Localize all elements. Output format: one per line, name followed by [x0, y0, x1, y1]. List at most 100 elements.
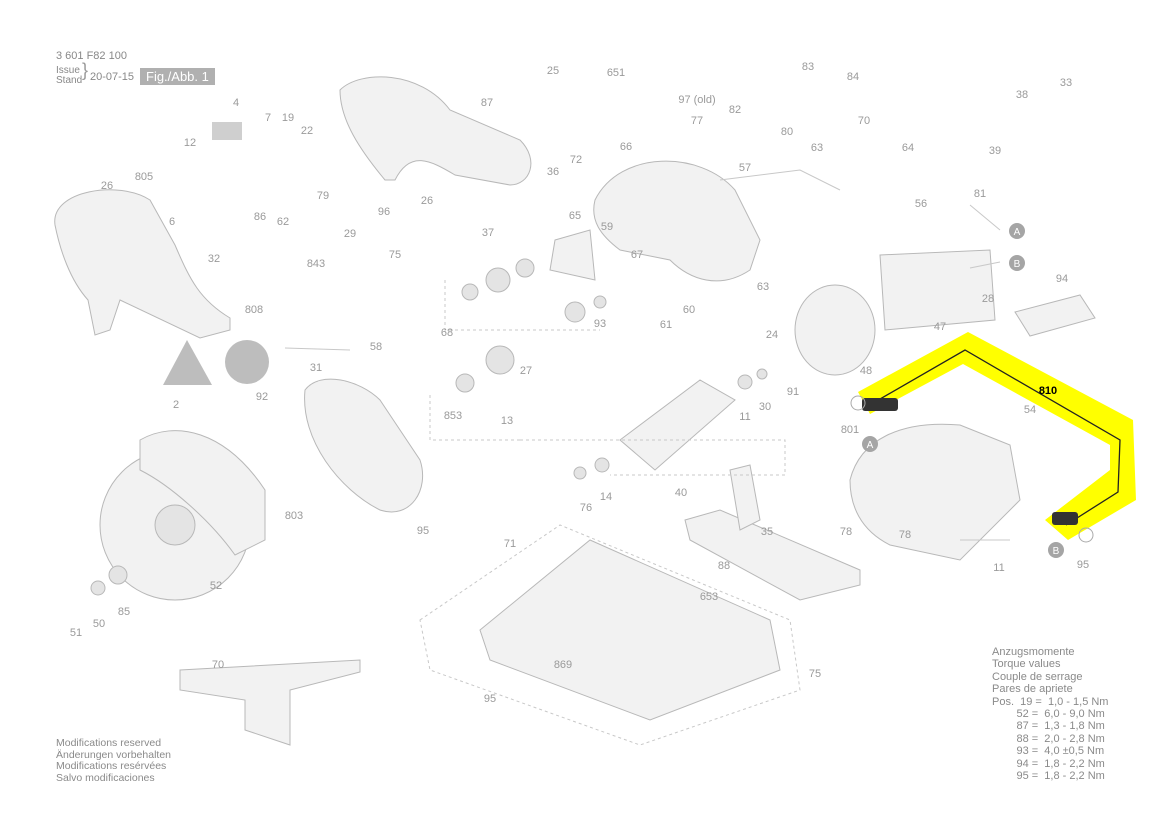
part-label-96: 96 [378, 206, 390, 218]
part-label-24: 24 [766, 329, 778, 341]
part-label-26: 26 [421, 195, 433, 207]
part-label-36: 36 [547, 166, 559, 178]
base-plate-outline [419, 524, 801, 746]
parallel-guide [179, 659, 361, 746]
part-label-68: 68 [441, 327, 453, 339]
part-label-79: 79 [317, 190, 329, 202]
part-number: 3 601 F82 100 [56, 50, 127, 62]
cable-810-highlight [858, 332, 1136, 540]
field-coil [879, 249, 996, 331]
part-label-31: 31 [310, 362, 322, 374]
part-label-39: 39 [989, 145, 1001, 157]
torque-row: 94 = 1,8 - 2,2 Nm [992, 757, 1105, 770]
footer-line: Modifications reserved [56, 737, 162, 749]
part-label-7: 7 [265, 112, 271, 124]
connector-b-plug [1052, 512, 1078, 525]
figure-label: Fig./Abb. 1 [140, 68, 215, 85]
stand-label: Stand [56, 75, 83, 86]
housing-left [54, 189, 231, 339]
part-label-2: 2 [173, 399, 179, 411]
part-label-97-old-: 97 (old) [678, 94, 715, 106]
part-label-35: 35 [761, 526, 773, 538]
part-label-66: 66 [620, 141, 632, 153]
part-label-37: 37 [482, 227, 494, 239]
part-label-6: 6 [169, 216, 175, 228]
connector-marker-a: A [867, 440, 874, 451]
part-label-651: 651 [607, 67, 625, 79]
part-label-843: 843 [307, 258, 325, 270]
part-label-47: 47 [934, 321, 946, 333]
part-label-869: 869 [554, 659, 572, 671]
part-label-58: 58 [370, 341, 382, 353]
part-label-853: 853 [444, 410, 462, 422]
warning-icon [163, 340, 212, 385]
connector-a-plug [862, 398, 898, 411]
part-label-19: 19 [282, 112, 294, 124]
part-label-92: 92 [256, 391, 268, 403]
part-label-75: 75 [809, 668, 821, 680]
part-label-64: 64 [902, 142, 914, 154]
part-label-26: 26 [101, 180, 113, 192]
torque-row: 95 = 1,8 - 2,2 Nm [992, 770, 1105, 783]
armature [619, 379, 736, 471]
part-label-78: 78 [840, 526, 852, 538]
part-label-11: 11 [739, 411, 750, 423]
connector-marker-b: B [1053, 546, 1060, 557]
part-label-86: 86 [254, 211, 266, 223]
part-label-30: 30 [759, 401, 771, 413]
part-label-56: 56 [915, 198, 927, 210]
part-label-95: 95 [484, 693, 496, 705]
card-808 [1014, 294, 1096, 337]
torque-title-en: Torque values [992, 658, 1061, 671]
part-label-93: 93 [594, 318, 606, 330]
part-label-62: 62 [277, 216, 289, 228]
part-label-50: 50 [93, 618, 105, 630]
handle-top [339, 76, 532, 186]
part-label-801: 801 [841, 424, 859, 436]
part-label-810: 810 [1039, 385, 1057, 397]
blade-guard-upper [593, 160, 761, 282]
part-label-60: 60 [683, 304, 695, 316]
part-label-70: 70 [858, 115, 870, 127]
part-label-22: 22 [301, 125, 313, 137]
part-label-84: 84 [847, 71, 859, 83]
footer-line: Änderungen vorbehalten [56, 748, 172, 761]
part-label-54: 54 [1024, 404, 1036, 416]
part-label-57: 57 [739, 162, 751, 174]
part-label-28: 28 [982, 293, 994, 305]
part-label-63: 63 [811, 142, 823, 154]
base-plate [479, 539, 781, 721]
part-label-25: 25 [547, 65, 559, 77]
fan-ring [794, 284, 876, 376]
part-label-29: 29 [344, 228, 356, 240]
part-label-65: 65 [569, 210, 581, 222]
part-label-4: 4 [233, 97, 239, 109]
blade-guard-lower [304, 378, 424, 513]
part-label-32: 32 [208, 253, 220, 265]
torque-row: 93 = 4,0 ±0,5 Nm [992, 745, 1105, 758]
part-label-87: 87 [481, 97, 493, 109]
part-label-76: 76 [580, 502, 592, 514]
fence-arm [729, 464, 761, 531]
part-label-78: 78 [899, 529, 911, 541]
part-label-95: 95 [1077, 559, 1089, 571]
connector-marker-a: A [1014, 227, 1021, 238]
switch-part [212, 122, 242, 140]
part-label-81: 81 [974, 188, 986, 200]
part-label-13: 13 [501, 415, 513, 427]
part-label-27: 27 [520, 365, 532, 377]
part-label-80: 80 [781, 126, 793, 138]
part-label-803: 803 [285, 510, 303, 522]
part-label-51: 51 [70, 627, 82, 639]
part-label-88: 88 [718, 560, 730, 572]
issue-date: 20-07-15 [90, 71, 135, 83]
bracket-75 [549, 229, 596, 281]
rip-fence [684, 509, 861, 601]
footer-line: Modifications resérvées [56, 760, 167, 772]
part-label-48: 48 [860, 365, 872, 377]
part-label-91: 91 [787, 386, 799, 398]
part-label-82: 82 [729, 104, 741, 116]
